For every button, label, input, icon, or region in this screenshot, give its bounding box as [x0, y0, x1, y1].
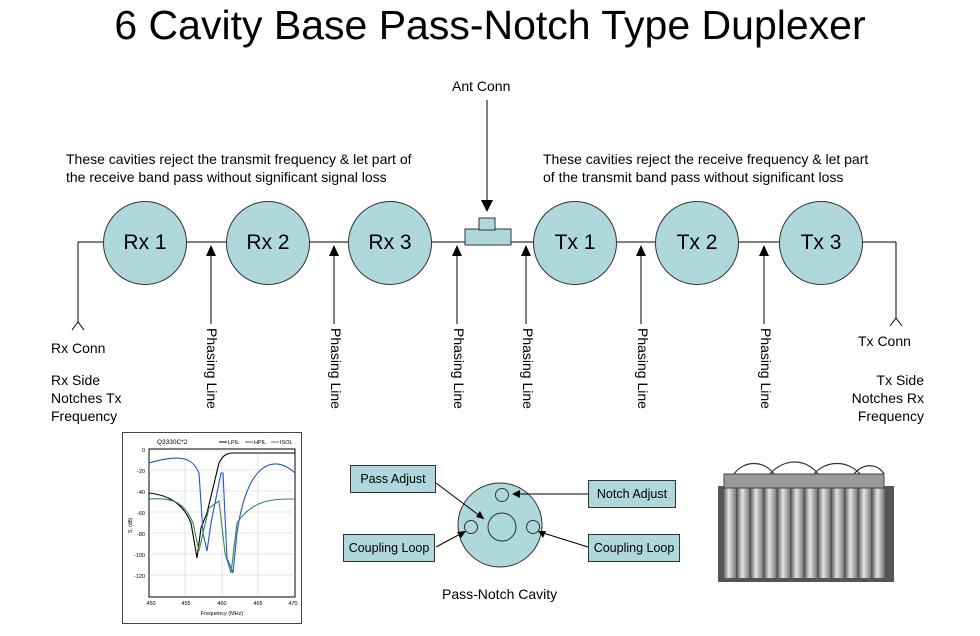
xtick: 465 [253, 601, 262, 607]
ytick: -100 [134, 553, 145, 559]
xtick: 450 [146, 601, 155, 607]
page-title: 6 Cavity Base Pass-Notch Type Duplexer [114, 2, 866, 48]
rx-conn-label: Rx Conn [51, 340, 106, 356]
phasing-line-label: Phasing Line [758, 328, 774, 409]
coupling-loop-left-port [464, 520, 478, 534]
pass-adjust-port [487, 512, 517, 542]
duplexer-top-plate [723, 473, 885, 489]
cavity-body [457, 482, 543, 568]
tx-cavities-note: These cavities reject the receive freque… [543, 151, 869, 185]
cavity-tube [872, 486, 885, 578]
ytick: -120 [134, 574, 145, 580]
cavity-rx1: Rx 1 [103, 201, 187, 285]
phasing-arrow-head [759, 245, 769, 256]
cavity-tube [818, 486, 831, 578]
graph-xlabel: Frequency (MHz) [201, 611, 244, 617]
notch-adjust-label: Notch Adjust [588, 480, 676, 508]
ant-arrow-head [481, 200, 493, 212]
cavity-detail-caption: Pass-Notch Cavity [442, 586, 558, 602]
cavity-tube [832, 486, 844, 578]
pass-adjust-label: Pass Adjust [350, 465, 436, 493]
ant-tee-body [464, 228, 512, 246]
phasing-arrow-head [329, 245, 339, 256]
ytick: 0 [142, 448, 145, 454]
phasing-line-label: Phasing Line [328, 328, 344, 409]
graph-title: Q3330C*2 [157, 439, 188, 446]
tx-conn-label: Tx Conn [858, 333, 911, 349]
phasing-line-label: Phasing Line [635, 328, 651, 409]
ant-tee-stub [478, 217, 496, 231]
phasing-line-label: Phasing Line [451, 328, 467, 409]
lpil-curve [148, 452, 295, 559]
cavity-tube [764, 486, 777, 578]
cavity-rx2: Rx 2 [226, 201, 310, 285]
cavity-detail-diagram [435, 482, 589, 568]
pass-adjust-arrow [435, 482, 485, 520]
ytick: -80 [137, 532, 145, 538]
rx-cavities-note: These cavities reject the transmit frequ… [66, 151, 412, 185]
phasing-arrow-head [636, 245, 646, 256]
cavity-tube [737, 486, 750, 578]
notch-adjust-port [495, 488, 509, 502]
legend-hpil: HPIL [254, 440, 266, 446]
phasing-line-label: Phasing Line [520, 328, 536, 409]
coupling-loop-right-arrow [539, 531, 589, 548]
cavity-tube [845, 486, 858, 578]
ytick: -20 [137, 469, 145, 475]
cavity-tx3: Tx 3 [779, 201, 863, 285]
cavity-tube [724, 486, 736, 578]
legend-isol: ISOL [280, 440, 293, 446]
plot-grid [149, 449, 295, 597]
cavity-tx1: Tx 1 [533, 201, 617, 285]
ytick: -60 [137, 511, 145, 517]
phasing-line-label: Phasing Line [204, 328, 220, 409]
cavity-tube [805, 486, 817, 578]
duplexer-photo [718, 461, 894, 582]
legend-lpil: LPIL [228, 440, 239, 446]
phasing-arrow-head [452, 245, 462, 256]
xtick: 455 [181, 601, 190, 607]
cavity-tube [859, 486, 871, 578]
tx-conn-symbol [889, 317, 903, 327]
cavity-tube [778, 486, 790, 578]
ytick: -40 [137, 490, 145, 496]
phasing-arrow-head [206, 245, 216, 256]
rx-conn-symbol [71, 321, 85, 331]
xtick: 460 [217, 601, 226, 607]
cavity-rx3: Rx 3 [348, 201, 432, 285]
duplexer-cables [733, 461, 885, 475]
response-plot: Q3330C*2 LPIL HPIL ISOL 0 -20 -40 -60 -8… [128, 439, 298, 617]
cavity-tx2: Tx 2 [655, 201, 739, 285]
coupling-loop-left-label: Coupling Loop [343, 534, 435, 562]
xtick: 470 [288, 601, 297, 607]
coupling-loop-right-port [526, 520, 540, 534]
cavity-tube [751, 486, 763, 578]
isol-curve [148, 498, 296, 574]
coupling-loop-right-label: Coupling Loop [588, 534, 680, 562]
ant-conn-label: Ant Conn [452, 78, 511, 94]
hpil-curve [148, 457, 296, 574]
frequency-response-graph: Q3330C*2 LPIL HPIL ISOL 0 -20 -40 -60 -8… [122, 432, 302, 624]
phasing-arrow-head [521, 245, 531, 256]
phasing-arrows [206, 245, 769, 324]
cavity-tube [791, 486, 804, 578]
graph-ylabel: S, (dB) [128, 517, 134, 533]
duplexer-cavity-tubes [724, 486, 885, 578]
